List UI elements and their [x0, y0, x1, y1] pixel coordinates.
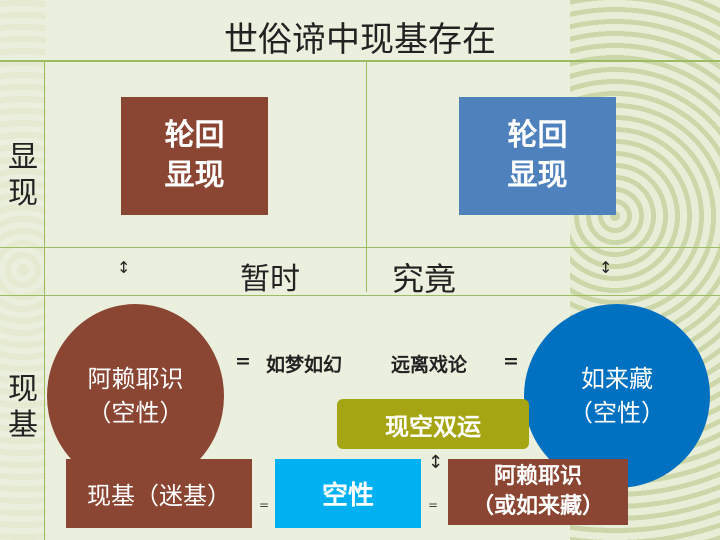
divider [0, 295, 720, 296]
divider [366, 60, 367, 292]
side-label-appearance: 显现 [8, 140, 38, 211]
equals-sign: = [259, 498, 270, 512]
circle-line: 如来藏 [581, 365, 653, 393]
samsara-appearance-box-right: 轮回 显现 [459, 97, 616, 215]
label-temporary: 暂时 [240, 262, 300, 297]
emptiness-box: 空性 [275, 459, 421, 528]
label-free-from-elaboration: 远离戏论 [391, 354, 468, 376]
union-box: 现空双运 [337, 399, 529, 449]
double-arrow-icon: ↕ [599, 258, 613, 277]
equals-sign: = [503, 350, 519, 372]
box-line: （或如来藏） [471, 494, 604, 519]
box-line: 显现 [164, 158, 225, 193]
double-arrow-icon: ↕ [117, 258, 131, 277]
label-dreamlike: 如梦如幻 [266, 354, 343, 376]
floral-decoration-left [0, 0, 46, 540]
box-line: 轮回 [507, 118, 568, 153]
slide-title: 世俗谛中现基存在 [224, 20, 496, 60]
equals-sign: = [428, 498, 439, 512]
box-line: 轮回 [164, 118, 225, 153]
alaya-circle: 阿赖耶识 （空性） [47, 304, 224, 488]
circle-line: （空性） [569, 399, 665, 427]
box-line: 显现 [507, 158, 568, 193]
box-line: 阿赖耶识 [493, 464, 582, 489]
divider [0, 60, 720, 62]
circle-line: 阿赖耶识 [87, 365, 184, 393]
double-arrow-icon: ↕ [428, 452, 444, 473]
circle-line: （空性） [87, 399, 184, 427]
tathagatagarbha-circle: 如来藏 （空性） [524, 304, 710, 488]
equals-sign: = [235, 350, 251, 372]
label-ultimate: 究竟 [392, 260, 457, 298]
alaya-or-tathagatagarbha-box: 阿赖耶识 （或如来藏） [448, 459, 628, 525]
basis-box: 现基（迷基） [66, 459, 252, 528]
divider [44, 60, 45, 540]
divider [0, 247, 720, 248]
side-label-basis: 现基 [8, 372, 38, 443]
samsara-appearance-box-left: 轮回 显现 [121, 97, 268, 215]
